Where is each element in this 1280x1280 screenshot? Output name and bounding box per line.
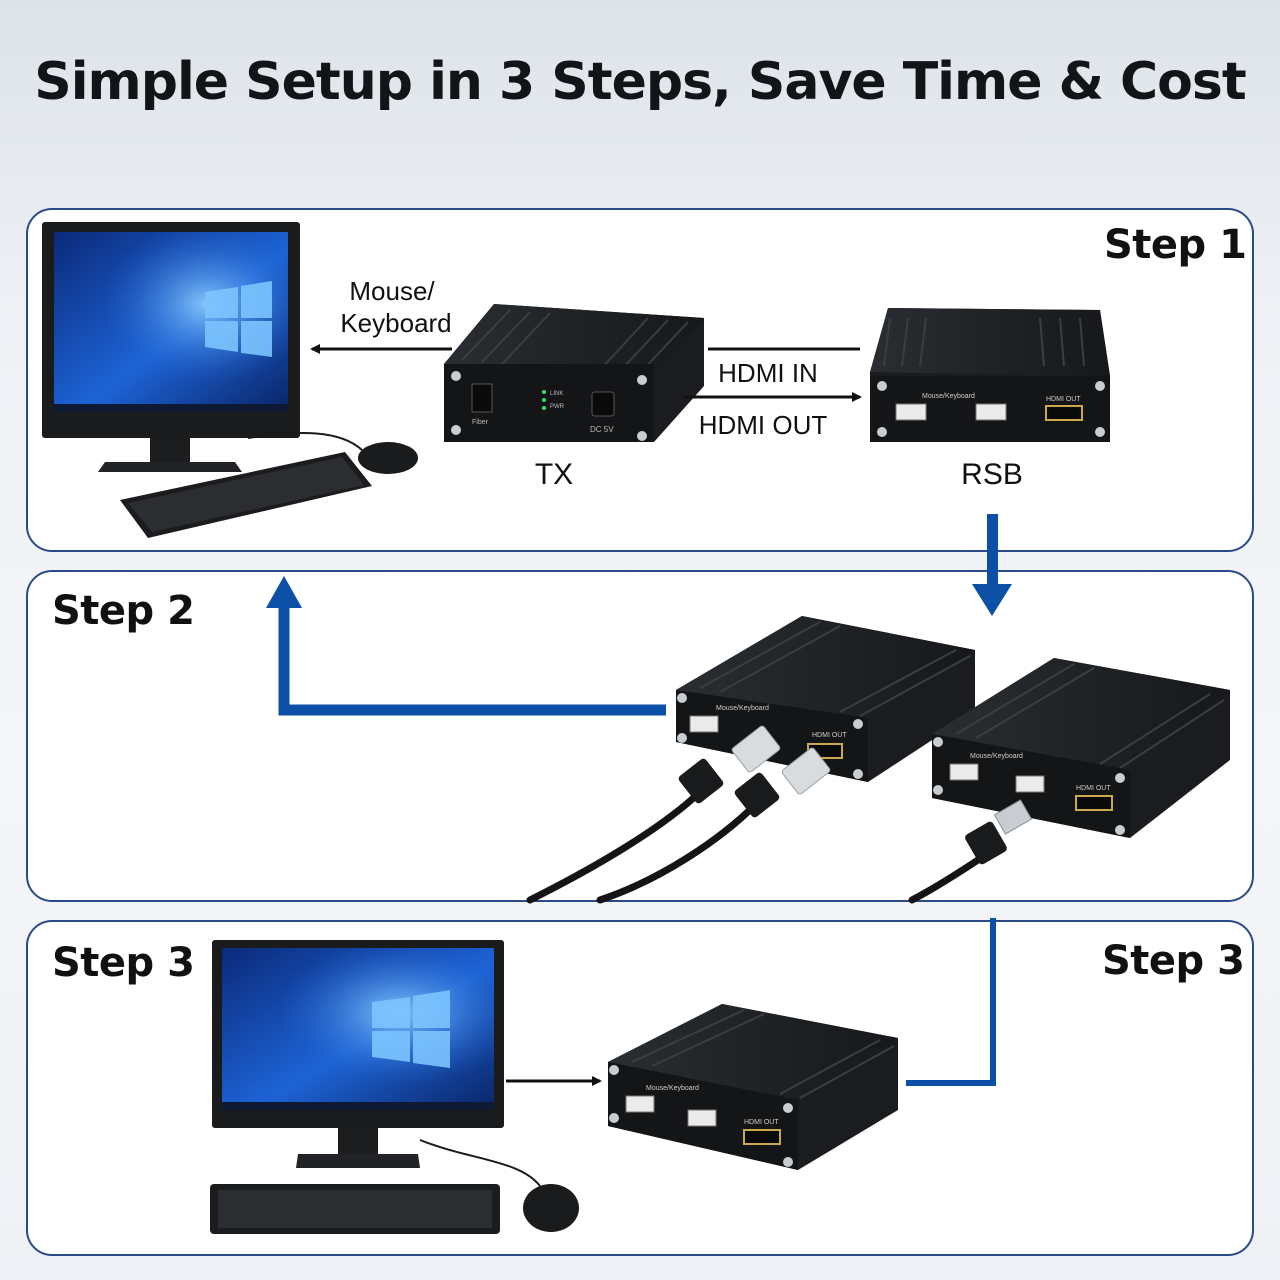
hdmi-in-label: HDMI IN	[718, 358, 818, 388]
unit-a-usb-label: Mouse/Keyboard	[716, 705, 769, 712]
step3-usb-label: Mouse/Keyboard	[646, 1085, 699, 1092]
unit-b-usb-label: Mouse/Keyboard	[970, 753, 1023, 760]
windows-logo-icon	[205, 281, 272, 357]
tx-dc-label: DC 5V	[590, 425, 614, 434]
monitor-step3	[212, 940, 504, 1168]
rsb-label: RSB	[961, 458, 1023, 491]
tx-link-label: LINK	[550, 391, 563, 397]
step2-label: Step 2	[52, 588, 195, 634]
usb-connector	[965, 799, 1033, 865]
step3-unit: Mouse/Keyboard HDMI OUT	[608, 1004, 898, 1170]
rj45-connectors	[678, 725, 831, 818]
mouse-label: Mouse/	[349, 276, 435, 306]
tx-label: TX	[535, 458, 573, 491]
keyboard-label: Keyboard	[340, 308, 451, 338]
step2-unit-b: Mouse/Keyboard HDMI OUT	[932, 658, 1230, 838]
step1-label: Step 1	[1104, 222, 1247, 268]
step3-hdmi-label: HDMI OUT	[744, 1119, 779, 1126]
tx-pwr-label: PWR	[550, 404, 565, 410]
step2-unit-a: Mouse/Keyboard HDMI OUT	[676, 616, 975, 782]
rsb-hdmi-label: HDMI OUT	[1046, 396, 1081, 403]
rsb-usb-label: Mouse/Keyboard	[922, 393, 975, 400]
network-cables	[526, 788, 988, 904]
windows-logo-icon-step3	[372, 990, 450, 1068]
unit-a-hdmi-label: HDMI OUT	[812, 732, 847, 739]
monitor-step1	[42, 222, 300, 472]
flow-connector-step3	[906, 918, 996, 1086]
hdmi-out-label: HDMI OUT	[699, 410, 828, 440]
unit-b-hdmi-label: HDMI OUT	[1076, 785, 1111, 792]
tx-device: Fiber DC 5V LINK PWR	[444, 304, 704, 442]
rsb-device: Mouse/Keyboard HDMI OUT	[870, 308, 1110, 442]
keyboard-step1	[120, 452, 372, 538]
keyboard-step3	[210, 1184, 500, 1234]
flow-arrow-down	[972, 514, 1012, 616]
page-title: Simple Setup in 3 Steps, Save Time & Cos…	[34, 52, 1246, 112]
mouse-step3	[419, 1139, 579, 1232]
tx-fiber-label: Fiber	[472, 419, 489, 426]
mouse-step1	[247, 432, 418, 474]
step3-label-left: Step 3	[52, 940, 195, 986]
step3-label-right: Step 3	[1102, 938, 1245, 984]
flow-arrow-up	[266, 576, 666, 716]
